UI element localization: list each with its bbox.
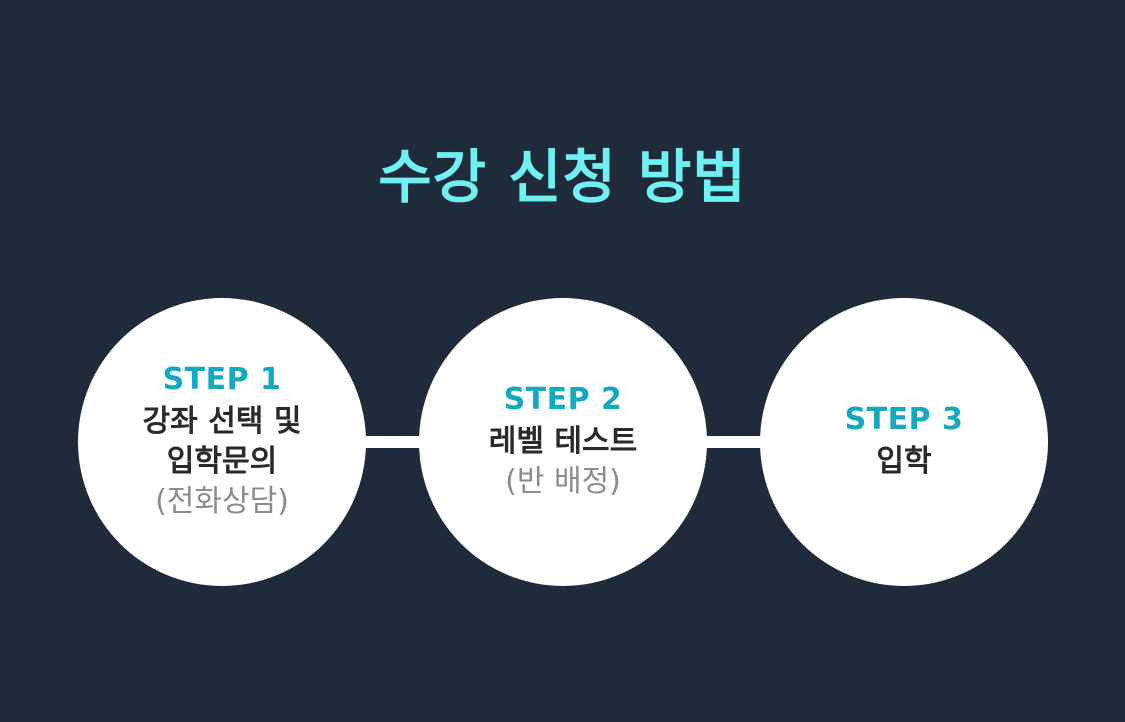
step-connector-1-2 — [360, 436, 430, 448]
step-2-circle: STEP 2 레벨 테스트 (반 배정) — [419, 298, 707, 586]
step-1-note: (전화상담) — [155, 484, 289, 519]
step-3-circle: STEP 3 입학 — [760, 298, 1048, 586]
step-1-text-line-1: 강좌 선택 및 — [142, 404, 302, 439]
step-3-label: STEP 3 — [844, 402, 964, 437]
step-1-circle: STEP 1 강좌 선택 및 입학문의 (전화상담) — [78, 298, 366, 586]
step-connector-2-3 — [700, 436, 770, 448]
step-1-label: STEP 1 — [162, 362, 282, 397]
step-1-text-line-2: 입학문의 — [166, 444, 278, 479]
page-title: 수강 신청 방법 — [378, 143, 747, 211]
step-2-note: (반 배정) — [505, 464, 621, 499]
step-2-text-line-1: 레벨 테스트 — [488, 424, 638, 459]
step-2-label: STEP 2 — [503, 382, 623, 417]
step-3-text-line-1: 입학 — [876, 444, 932, 479]
